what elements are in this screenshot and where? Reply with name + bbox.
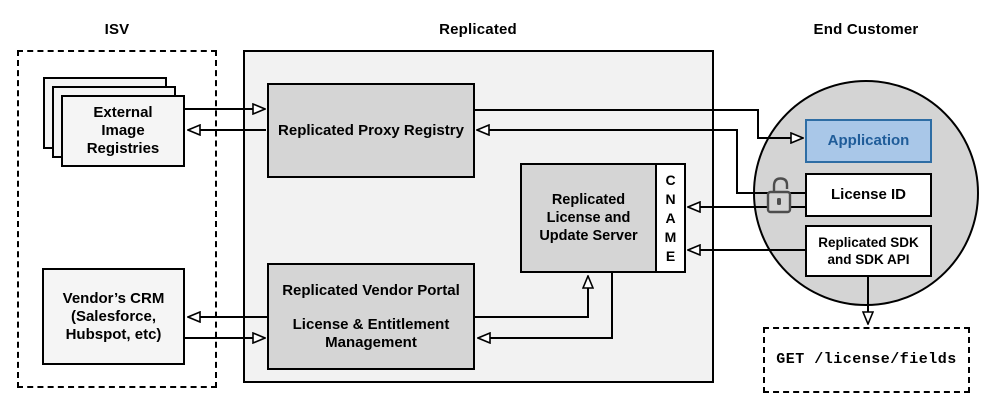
- end-customer-section-title: End Customer: [813, 21, 919, 38]
- replicated-sdk-box: Replicated SDK and SDK API: [805, 225, 932, 277]
- get-license-fields-box: GET /license/fields: [763, 327, 970, 393]
- application-box: Application: [805, 119, 932, 163]
- registries-label-line2: Image: [101, 122, 145, 139]
- server-label-line2: License and: [546, 210, 631, 226]
- license-id-label: License ID: [830, 186, 907, 203]
- cname-letter-a: A: [665, 209, 676, 226]
- proxy-registry-box: Replicated Proxy Registry: [267, 83, 475, 178]
- crm-label-line2: (Salesforce,: [70, 307, 157, 325]
- portal-label-line1: Replicated Vendor Portal: [282, 281, 460, 299]
- cname-letter-e: E: [665, 247, 676, 264]
- proxy-registry-label: Replicated Proxy Registry: [278, 121, 464, 139]
- server-label-line3: Update Server: [539, 228, 638, 244]
- application-label: Application: [827, 132, 910, 149]
- isv-section-title: ISV: [104, 21, 130, 38]
- registries-label-line3: Registries: [86, 140, 160, 157]
- get-license-fields-label: GET /license/fields: [776, 351, 957, 368]
- replicated-section-title: Replicated: [439, 21, 517, 38]
- license-id-box: License ID: [805, 173, 932, 217]
- vendor-portal-box: Replicated Vendor Portal License & Entit…: [267, 263, 475, 370]
- license-update-server-box: Replicated License and Update Server: [520, 163, 657, 273]
- cname-letter-n: N: [665, 190, 676, 207]
- registries-label-line1: External: [93, 104, 153, 121]
- vendor-crm-box: Vendor’s CRM (Salesforce, Hubspot, etc): [42, 268, 185, 365]
- cname-box: C N A M E: [655, 163, 686, 273]
- portal-label-line2: License & Entitlement: [292, 315, 450, 333]
- cname-letter-m: M: [664, 228, 677, 245]
- cname-letter-c: C: [665, 171, 676, 188]
- portal-label-line3: Management: [325, 333, 417, 351]
- sdk-label-line2: and SDK API: [827, 252, 910, 267]
- crm-label-line1: Vendor’s CRM: [62, 289, 165, 307]
- external-image-registries-box: External Image Registries: [61, 95, 185, 167]
- server-label-line1: Replicated: [551, 192, 626, 208]
- crm-label-line3: Hubspot, etc): [65, 325, 162, 343]
- sdk-label-line1: Replicated SDK: [818, 235, 919, 250]
